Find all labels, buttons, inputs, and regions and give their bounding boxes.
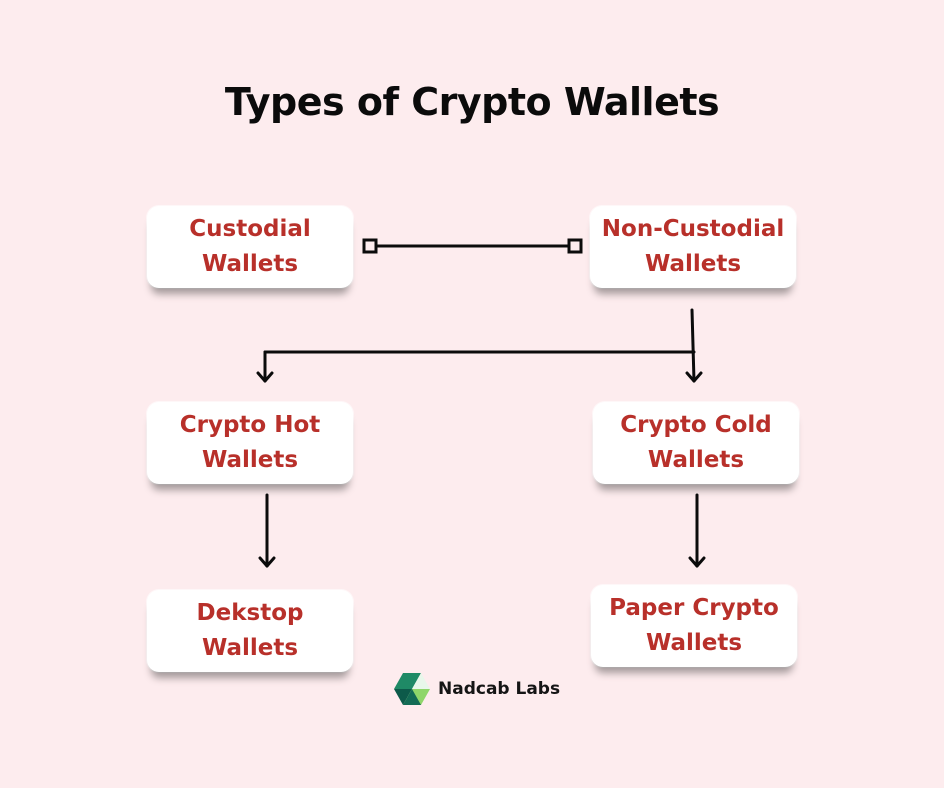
node-label-line1: Dekstop [196,600,304,626]
diagram-title: Types of Crypto Wallets [224,80,720,124]
node-label-line2: Wallets [201,635,299,661]
node-desktop-wallets: Dekstop Wallets [147,590,353,672]
brand-logo: Nadcab Labs [394,672,560,706]
node-label-line1: Custodial [189,216,311,242]
node-label-line2: Wallets [647,447,745,473]
node-label-line1: Non-Custodial [601,216,785,242]
branch-arrows [256,308,703,383]
node-label-line2: Wallets [201,251,299,277]
cube-logo-icon [394,673,430,705]
arrow-hot-desktop [258,493,276,568]
brand-name: Nadcab Labs [438,679,561,699]
node-label-line1: Paper Crypto [609,595,779,621]
node-label-line2: Wallets [645,630,743,656]
node-paper-crypto-wallets: Paper Crypto Wallets [591,585,797,667]
node-custodial-wallets: Custodial Wallets [147,206,353,288]
node-label-line1: Crypto Cold [620,412,772,438]
node-label-line2: Wallets [201,447,299,473]
node-non-custodial-wallets: Non-Custodial Wallets [590,206,796,288]
node-crypto-cold-wallets: Crypto Cold Wallets [593,402,799,484]
node-crypto-hot-wallets: Crypto Hot Wallets [147,402,353,484]
arrow-cold-paper [688,493,706,568]
node-label-line1: Crypto Hot [179,412,321,438]
link-custodial-noncustodial [362,238,583,254]
node-label-line2: Wallets [644,251,742,277]
